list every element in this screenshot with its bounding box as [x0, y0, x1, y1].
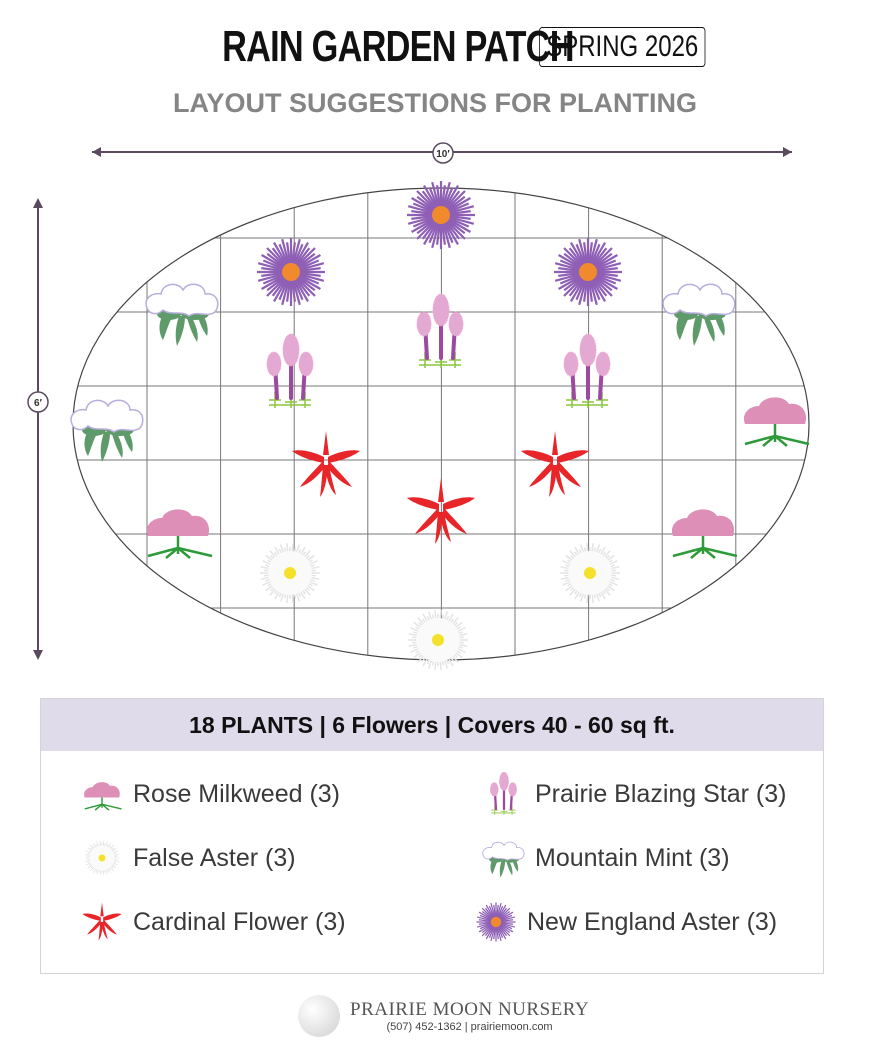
subtitle: LAYOUT SUGGESTIONS FOR PLANTING	[172, 88, 698, 118]
mountain-mint-icon	[145, 283, 219, 347]
plants	[70, 179, 811, 671]
rose-milkweed-icon	[79, 771, 125, 817]
new-england-aster-icon	[405, 179, 477, 251]
legend-label: Cardinal Flower (3)	[133, 907, 346, 936]
legend-panel: 18 PLANTS | 6 Flowers | Covers 40 - 60 s…	[40, 698, 824, 974]
cardinal-flower-icon	[521, 431, 589, 497]
rose-milkweed-icon	[145, 508, 214, 560]
prairie-blazing-star-icon	[265, 332, 315, 410]
mountain-mint-icon	[70, 399, 144, 463]
rose-milkweed-icon	[742, 396, 811, 448]
rose-milkweed-icon	[670, 508, 739, 560]
prairie-blazing-star-icon	[562, 332, 612, 410]
season-badge: SPRING 2026	[538, 27, 706, 67]
legend-label: Rose Milkweed (3)	[133, 779, 341, 808]
prairie-moon-logo-icon	[298, 995, 340, 1037]
planting-grid	[73, 188, 809, 660]
mountain-mint-icon	[481, 835, 527, 881]
cardinal-flower-icon	[79, 899, 125, 945]
false-aster-icon	[407, 609, 469, 671]
cardinal-flower-icon	[292, 431, 360, 497]
new-england-aster-icon	[473, 899, 519, 945]
legend-label: New England Aster (3)	[527, 907, 778, 936]
legend-item-prairie-blazing-star: Prairie Blazing Star (3)	[481, 771, 786, 817]
brand-name: PRAIRIE MOON NURSERY	[350, 999, 590, 1020]
legend-item-cardinal-flower: Cardinal Flower (3)	[79, 899, 346, 945]
page-title: RAIN GARDEN PATCH	[222, 22, 575, 71]
mountain-mint-icon	[662, 283, 736, 347]
legend-label: Prairie Blazing Star (3)	[535, 779, 787, 808]
false-aster-icon	[559, 542, 621, 604]
width-dimension: 10′	[92, 142, 792, 164]
width-label: 10′	[436, 149, 450, 160]
legend-label: Mountain Mint (3)	[535, 843, 730, 872]
legend-item-rose-milkweed: Rose Milkweed (3)	[79, 771, 340, 817]
footer: PRAIRIE MOON NURSERY (507) 452-1362 | pr…	[298, 995, 589, 1037]
title-row: RAIN GARDEN PATCH SPRING 2026	[0, 22, 870, 72]
garden-layout-diagram: 10′ 6′	[27, 142, 811, 671]
legend-label: False Aster (3)	[133, 843, 296, 872]
plant-summary: 18 PLANTS | 6 Flowers | Covers 40 - 60 s…	[41, 699, 823, 751]
prairie-blazing-star-icon	[415, 292, 465, 370]
false-aster-icon	[79, 835, 125, 881]
legend-item-mountain-mint: Mountain Mint (3)	[481, 835, 730, 881]
legend-item-new-england-aster: New England Aster (3)	[473, 899, 777, 945]
contact-info: (507) 452-1362 | prairiemoon.com	[386, 1021, 553, 1033]
height-dimension: 6′	[27, 198, 49, 660]
new-england-aster-icon	[552, 236, 624, 308]
height-label: 6′	[34, 398, 43, 409]
new-england-aster-icon	[255, 236, 327, 308]
prairie-blazing-star-icon	[481, 771, 527, 817]
false-aster-icon	[259, 542, 321, 604]
legend-item-false-aster: False Aster (3)	[79, 835, 296, 881]
